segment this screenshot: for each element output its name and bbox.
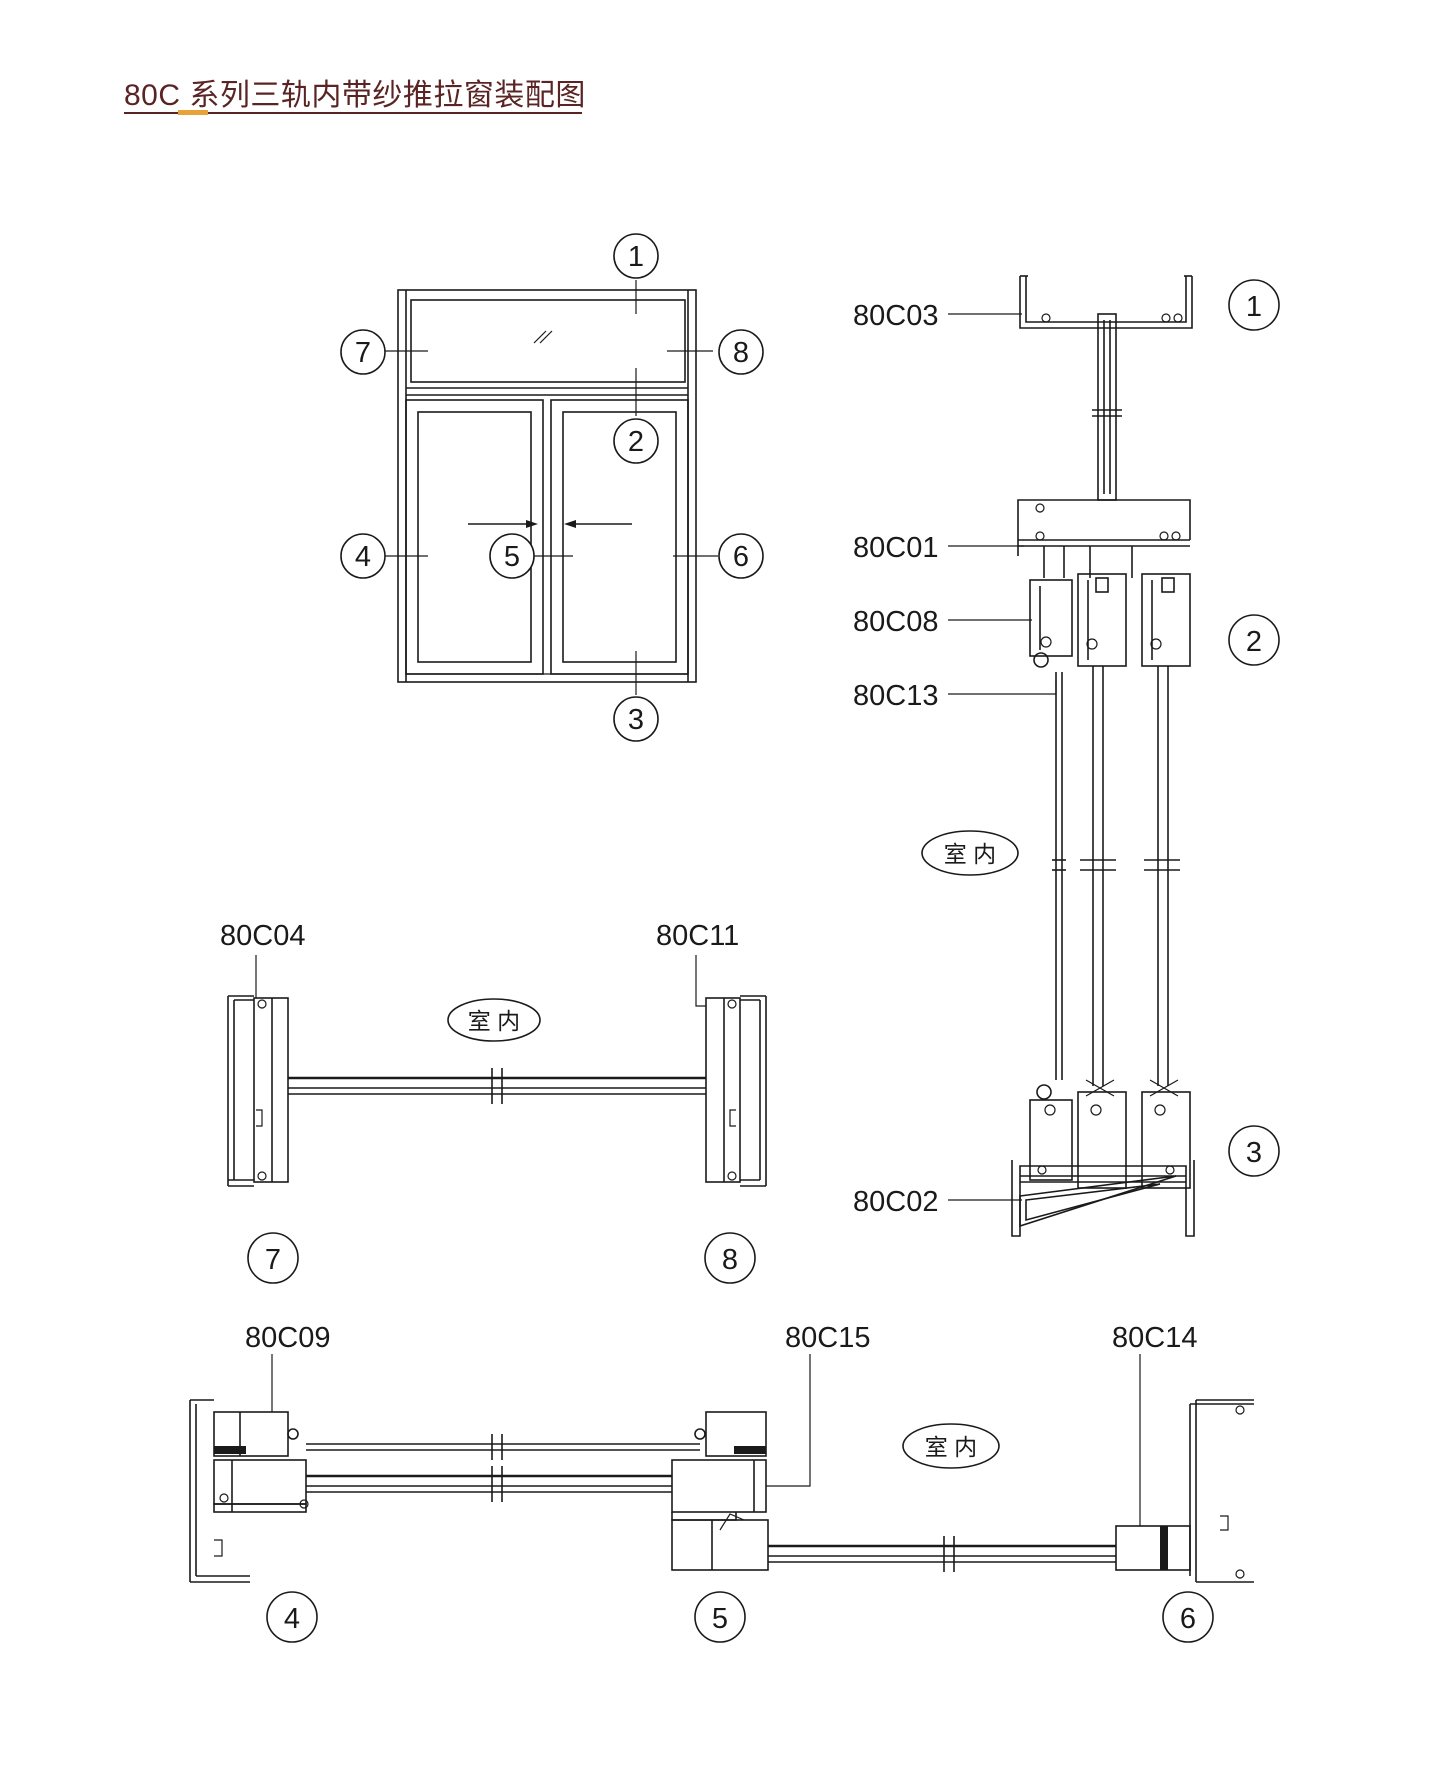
marker-label: 2 — [1246, 626, 1262, 658]
transom-glass — [410, 299, 686, 383]
horizontal-section — [189, 1354, 1254, 1583]
window-elevation — [384, 280, 718, 695]
marker-label: 8 — [722, 1244, 738, 1276]
marker-4-section — [266, 1591, 318, 1643]
marker-2-elevation — [613, 418, 659, 464]
profile-label-80C02: 80C02 — [853, 1186, 938, 1218]
head-profile-80C03 — [1019, 275, 1193, 501]
marker-label: 1 — [1246, 291, 1262, 323]
glass-hatch — [533, 330, 547, 344]
marker-label: 8 — [733, 337, 749, 369]
right-side-80C14 — [1115, 1399, 1254, 1583]
marker-7-section — [247, 1232, 299, 1284]
marker-5-elevation — [489, 533, 535, 579]
marker-2-section — [1228, 614, 1280, 666]
upper-frame-80C01 — [1017, 499, 1191, 578]
profile-label-80C15: 80C15 — [785, 1322, 870, 1354]
sill-profile-80C02 — [1011, 1160, 1195, 1237]
profile-label-80C09: 80C09 — [245, 1322, 330, 1354]
marker-label: 4 — [284, 1603, 300, 1635]
marker-4-elevation — [340, 533, 386, 579]
marker-6-elevation — [718, 533, 764, 579]
marker-label: 5 — [504, 541, 520, 573]
marker-label: 3 — [628, 704, 644, 736]
indoor-label-vertical — [921, 830, 1019, 876]
right-jamb-80C11 — [705, 995, 767, 1187]
title-underline — [124, 112, 582, 114]
marker-6-section — [1162, 1591, 1214, 1643]
indoor-label-transom — [447, 998, 541, 1042]
interlock-80C15 — [671, 1411, 769, 1571]
marker-label: 6 — [1180, 1603, 1196, 1635]
marker-8-elevation — [718, 329, 764, 375]
marker-8-section — [704, 1232, 756, 1284]
marker-label: 6 — [733, 541, 749, 573]
marker-3-section — [1228, 1125, 1280, 1177]
marker-label: 3 — [1246, 1137, 1262, 1169]
profile-label-80C13: 80C13 — [853, 680, 938, 712]
marker-7-elevation — [340, 329, 386, 375]
marker-label: 7 — [355, 337, 371, 369]
marker-1-section — [1228, 279, 1280, 331]
indoor-label-horizontal — [902, 1423, 1000, 1469]
upper-sash-rails — [1029, 573, 1191, 668]
profile-label-80C04: 80C04 — [220, 920, 305, 952]
transom-section — [227, 955, 767, 1187]
profile-label-80C08: 80C08 — [853, 606, 938, 638]
marker-label: 5 — [712, 1603, 728, 1635]
marker-5-section — [694, 1591, 746, 1643]
marker-label: 4 — [355, 541, 371, 573]
marker-label: 1 — [628, 241, 644, 273]
vertical-section — [948, 275, 1195, 1237]
title-accent-mark — [178, 110, 208, 115]
indoor-label-text: 室 内 — [944, 841, 996, 867]
page-title: 80C 系列三轨内带纱推拉窗装配图 — [124, 79, 586, 112]
marker-1-elevation — [613, 233, 659, 279]
profile-label-80C11: 80C11 — [656, 920, 739, 952]
marker-label: 2 — [628, 426, 644, 458]
profile-label-80C01: 80C01 — [853, 532, 938, 564]
marker-3-elevation — [613, 696, 659, 742]
profile-label-80C03: 80C03 — [853, 300, 938, 332]
indoor-label-text: 室 内 — [925, 1434, 977, 1460]
indoor-label-text: 室 内 — [468, 1008, 520, 1034]
glass-panes — [1052, 666, 1180, 1086]
marker-label: 7 — [265, 1244, 281, 1276]
left-jamb-80C04 — [227, 995, 289, 1187]
profile-label-80C14: 80C14 — [1112, 1322, 1197, 1354]
left-side-80C09 — [189, 1399, 309, 1583]
elevation-outer-frame — [397, 289, 697, 683]
lower-sash-rails — [1029, 1079, 1191, 1189]
